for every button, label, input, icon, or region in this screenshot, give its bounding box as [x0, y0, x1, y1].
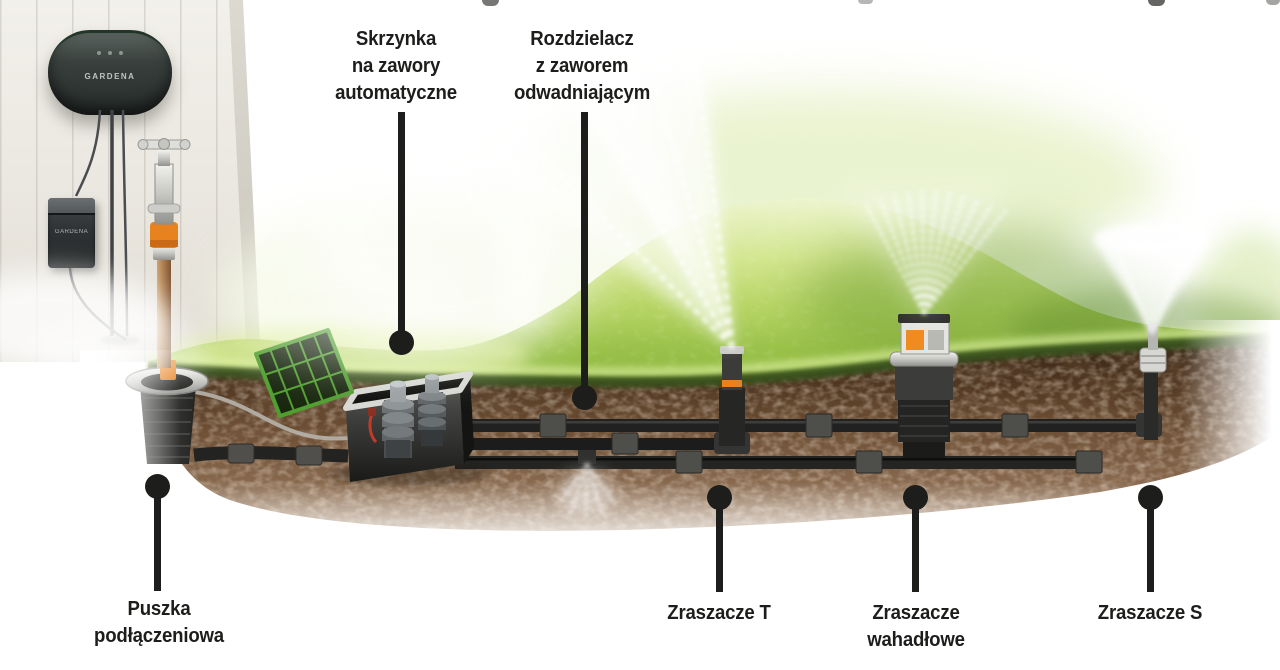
- label-line: Skrzynka: [355, 28, 437, 50]
- controller-brand-label: GARDENA: [84, 72, 136, 81]
- spray-fan-t: [458, 52, 733, 348]
- leader-dot-distributor: [571, 384, 597, 410]
- irrigation-valve: [382, 380, 414, 458]
- irrigation-controller: GARDENA: [48, 30, 172, 115]
- water-sprays: [458, 44, 1232, 521]
- cropped-title-remnant: [482, 0, 499, 6]
- wall-control-box: GARDENA: [48, 198, 95, 268]
- leader-dot-sprinklers-oscillating: [902, 484, 928, 510]
- leader-line-sprinklers-t: [715, 508, 723, 592]
- label-line: automatyczne: [335, 82, 457, 104]
- sprinkler-s: [1139, 322, 1167, 440]
- pipe-coupler: [295, 445, 323, 466]
- leader-dot-valve-box: [388, 329, 414, 355]
- label-line: podłączeniowa: [94, 625, 224, 647]
- underground-pipes: [175, 388, 1162, 474]
- drain-valve: [578, 450, 596, 464]
- leader-dot-sprinklers-s: [1137, 484, 1163, 510]
- cropped-title-remnant: [858, 0, 873, 4]
- sprinkler-oscillating: [889, 314, 959, 458]
- label-line: Rozdzielacz: [530, 28, 634, 50]
- label-distributor: Rozdzielacz z zaworem odwadniającym: [514, 26, 650, 107]
- control-box-brand-label: GARDENA: [54, 229, 89, 235]
- label-line: z zaworem: [535, 55, 629, 77]
- pipe-coupler: [675, 450, 703, 474]
- sprinkler-t-orange-ring: [722, 380, 742, 387]
- main-pipe: [455, 438, 745, 450]
- label-line: Puszka: [127, 598, 191, 620]
- sprinkler-s-nozzle: [1148, 322, 1158, 350]
- supply-pipe: [193, 446, 349, 463]
- pipe-coupler: [1001, 413, 1029, 438]
- leader-line-sprinklers-oscillating: [911, 508, 919, 592]
- leader-dot-connection-box: [144, 473, 170, 499]
- label-line: Zraszacze T: [667, 602, 771, 624]
- label-sprinklers-s: Zraszacze S: [1097, 600, 1203, 627]
- leader-line-connection-box: [153, 497, 161, 591]
- edge-fades: [0, 272, 1280, 670]
- pipe-coupler: [805, 413, 833, 438]
- leader-dot-sprinklers-t: [706, 484, 732, 510]
- label-line: odwadniającym: [513, 82, 651, 104]
- cropped-title-remnant: [1148, 0, 1165, 6]
- leader-line-distributor: [581, 112, 588, 388]
- label-line: na zawory: [351, 55, 441, 77]
- sprinkler-t-body: [719, 388, 745, 446]
- label-connection-box: Puszka podłączeniowa: [94, 596, 224, 650]
- control-box-lid: [48, 198, 95, 215]
- pipe-coupler: [855, 450, 883, 474]
- label-sprinklers-t: Zraszacze T: [667, 600, 771, 627]
- label-valve-box: Skrzynka na zawory automatyczne: [335, 26, 457, 107]
- sprinkler-s-stem: [1144, 368, 1158, 440]
- valve-wire: [368, 413, 378, 444]
- label-line: Zraszacze S: [1097, 602, 1203, 624]
- label-sprinklers-oscillating: Zraszacze wahadłowe: [867, 600, 965, 654]
- leader-line-sprinklers-s: [1146, 508, 1154, 592]
- pipe-coupler: [227, 443, 255, 464]
- pipe-coupler: [1075, 450, 1103, 474]
- pipe-coupler: [611, 432, 639, 455]
- irrigation-valve: [418, 374, 446, 446]
- turf-edge: [147, 332, 1280, 388]
- sprinkler-t: [719, 346, 745, 446]
- main-pipe: [455, 456, 1100, 469]
- cropped-title-remnant: [1266, 0, 1280, 5]
- leader-line-valve-box: [398, 112, 405, 331]
- control-cable: [175, 388, 351, 441]
- pipe-coupler: [539, 413, 567, 438]
- label-line: wahadłowe: [867, 629, 965, 651]
- label-line: Zraszacze: [872, 602, 960, 624]
- tap-body: [154, 163, 174, 225]
- oscillating-jets: [864, 189, 1008, 315]
- sprinkler-s-collar: [1139, 347, 1167, 373]
- spray-fan-oscillating: [842, 190, 1012, 320]
- controller-leds-icon: [97, 51, 123, 55]
